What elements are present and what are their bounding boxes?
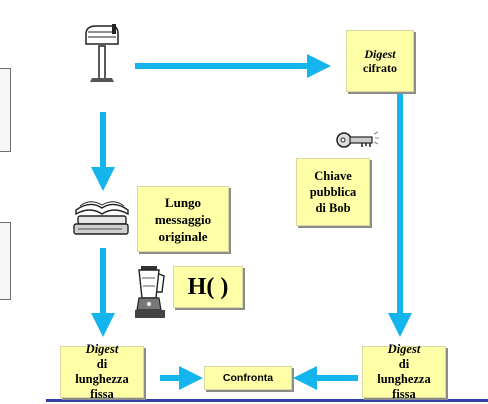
confronta-label: Confronta bbox=[222, 372, 274, 384]
chiave-line2: pubblica bbox=[309, 185, 357, 199]
bottom-line bbox=[46, 399, 488, 402]
messaggio-line2: messaggio bbox=[154, 211, 212, 227]
chiave-box: Chiave pubblica di Bob bbox=[296, 158, 370, 226]
chiave-line3: di Bob bbox=[315, 201, 351, 215]
chiave-line1: Chiave bbox=[314, 169, 352, 183]
hash-function-label: H( ) bbox=[187, 273, 229, 300]
books-icon bbox=[73, 201, 129, 235]
confronta-box: Confronta bbox=[204, 366, 292, 390]
digest-cifrato-line2: cifrato bbox=[363, 61, 397, 75]
mailbox-icon bbox=[85, 24, 119, 82]
digest-right-word: Digest bbox=[387, 342, 421, 356]
digest-right-line3: fissa bbox=[392, 387, 416, 401]
digest-cifrato-line1: Digest bbox=[364, 47, 396, 61]
digest-left-line3: fissa bbox=[90, 387, 114, 401]
messaggio-line1: Lungo bbox=[164, 194, 202, 210]
key-icon bbox=[336, 131, 379, 148]
digest-right-di: di bbox=[398, 357, 410, 371]
digest-cifrato-box: Digest cifrato bbox=[346, 30, 414, 92]
hash-function-box: H( ) bbox=[173, 266, 243, 308]
left-edge-box-top bbox=[0, 68, 11, 152]
digest-left-line2: lunghezza bbox=[75, 372, 129, 386]
blender-icon bbox=[135, 266, 165, 318]
digest-left-word: Digest bbox=[85, 342, 119, 356]
digest-right-box: Digest di lunghezza fissa bbox=[362, 342, 446, 401]
messaggio-box: Lungo messaggio originale bbox=[137, 186, 229, 252]
left-edge-box-bottom bbox=[0, 222, 11, 300]
digest-right-line2: lunghezza bbox=[377, 372, 431, 386]
messaggio-line3: originale bbox=[158, 228, 208, 244]
digest-left-di: di bbox=[96, 357, 108, 371]
digest-left-box: Digest di lunghezza fissa bbox=[60, 342, 144, 401]
